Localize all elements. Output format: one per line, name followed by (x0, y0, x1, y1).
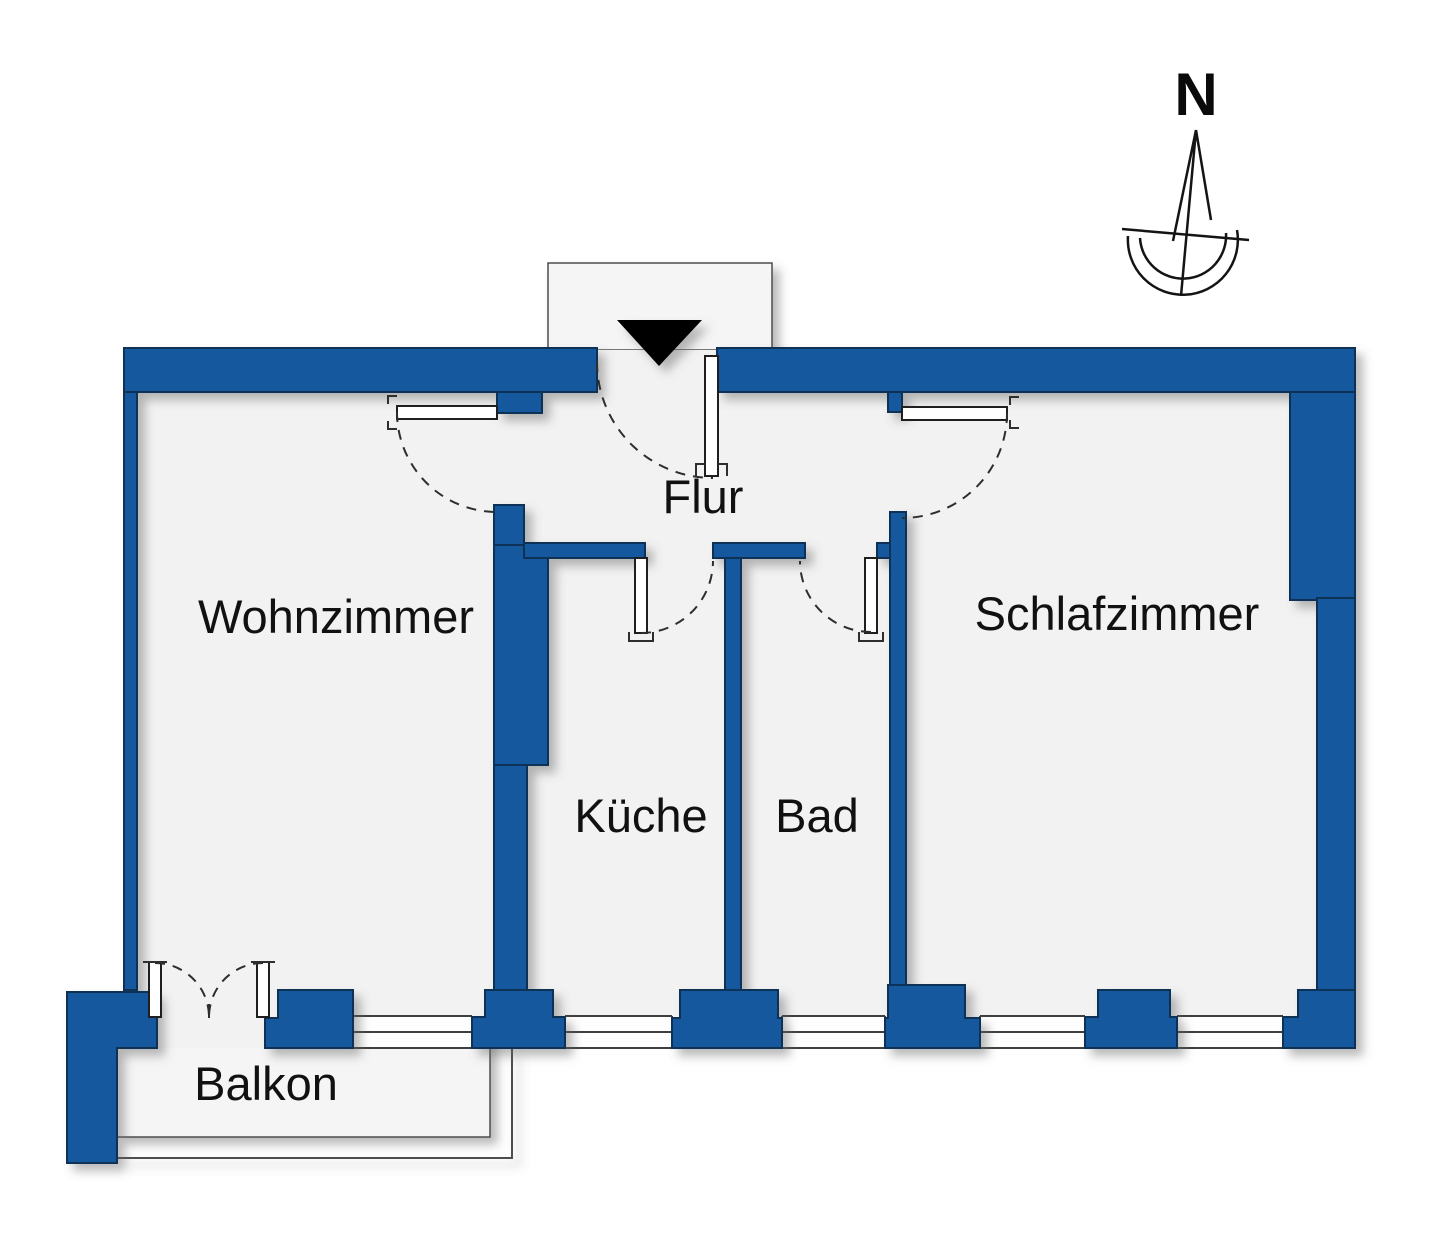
wall-flur-mid-cap (712, 542, 806, 559)
wall-wohnzimmer-kueche-lower (493, 764, 528, 991)
bad-door-swing (799, 560, 872, 633)
balcony-railing (117, 1048, 513, 1159)
room-labels: Wohnzimmer Flur Küche Bad Schlafzimmer B… (194, 470, 1259, 1110)
compass-icon: N (1121, 61, 1250, 297)
wall-north-east (716, 347, 1356, 393)
wall-west (123, 391, 138, 991)
wall-east-lower (1316, 597, 1356, 991)
wall-kueche-bad (724, 557, 742, 991)
kueche-door (628, 557, 714, 642)
window-wohnzimmer (352, 1015, 473, 1049)
kueche-door-leaf (634, 557, 648, 634)
wall-kueche-north (523, 542, 646, 559)
label-kueche: Küche (574, 789, 707, 842)
schlafzimmer-door (901, 396, 1019, 519)
label-bad: Bad (775, 789, 859, 842)
pier-schlafzimmer (1084, 989, 1178, 1049)
wall-north-west (123, 347, 598, 393)
entrance-arrow-icon (617, 320, 702, 366)
entrance-door (596, 355, 728, 479)
label-flur: Flur (663, 470, 744, 523)
compass-arc-inner (1138, 232, 1228, 280)
jamb-wohnzimmer-door (496, 391, 543, 414)
bad-door-leaf (864, 557, 878, 634)
window-kueche (564, 1015, 673, 1049)
entrance-door-leaf (704, 355, 719, 477)
label-schlafzimmer: Schlafzimmer (975, 587, 1260, 640)
walls (66, 347, 1356, 1164)
label-balkon: Balkon (194, 1057, 338, 1110)
pier-wohnzimmer (264, 989, 354, 1049)
compass-north-letter: N (1174, 61, 1217, 128)
wohnzimmer-door (387, 395, 498, 513)
schlafzimmer-door-frame-ticks (1009, 396, 1019, 429)
bad-door-frame-ticks (858, 632, 884, 642)
doors (143, 355, 1019, 1018)
bad-door (799, 557, 884, 642)
compass-arc-outer (1126, 229, 1240, 297)
pier-kueche-west (471, 989, 566, 1049)
window-schlafzimmer-2 (1176, 1015, 1284, 1049)
balcony-door-swing-left (154, 962, 210, 1018)
wall-wohnzimmer-kueche-upper (493, 544, 549, 766)
jamb-schlafzimmer-door (887, 391, 903, 413)
wohnzimmer-door-frame-ticks (387, 395, 397, 430)
balcony-door-leaf-right (256, 961, 270, 1018)
wohnzimmer-door-leaf (396, 405, 498, 420)
windows (352, 1015, 1284, 1049)
balcony-door-swing-right (208, 962, 264, 1018)
kueche-door-frame-ticks (628, 632, 654, 642)
window-bad (781, 1015, 886, 1049)
balcony-door-leaf-left (148, 961, 162, 1018)
wall-bad-schlafzimmer (889, 511, 907, 991)
pier-bad-schlafzimmer (884, 984, 981, 1049)
pier-kueche-bad (671, 989, 783, 1049)
wall-bad-north (876, 542, 891, 559)
kueche-door-swing (640, 560, 714, 634)
compass-cross-line (1121, 227, 1250, 242)
label-wohnzimmer: Wohnzimmer (198, 590, 474, 643)
window-schlafzimmer-1 (979, 1015, 1086, 1049)
wohnzimmer-door-swing (396, 411, 498, 513)
wall-flur-west (493, 504, 525, 546)
entrance-door-frame-ticks (695, 463, 728, 476)
wall-southeast-corner (1282, 989, 1356, 1049)
wall-east-upper (1289, 391, 1356, 601)
balcony-french-door (143, 961, 275, 1018)
schlafzimmer-door-swing (901, 412, 1008, 519)
compass-needle (1171, 129, 1213, 297)
schlafzimmer-door-leaf (901, 406, 1008, 421)
entrance-door-swing (596, 361, 714, 479)
